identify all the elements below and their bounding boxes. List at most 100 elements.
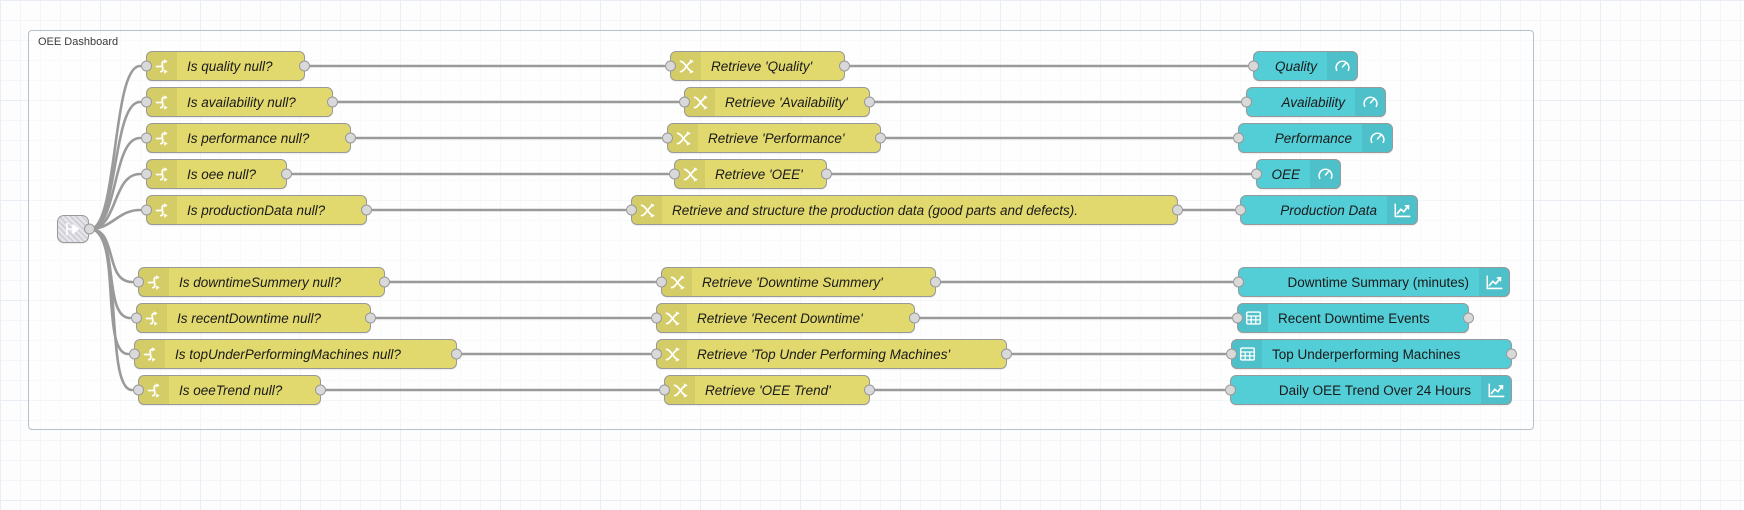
output-port[interactable] bbox=[361, 204, 372, 216]
gauge-icon bbox=[1310, 160, 1340, 188]
dashboard-node-oee[interactable]: OEE bbox=[1251, 159, 1341, 189]
output-port[interactable] bbox=[379, 276, 390, 288]
output-port[interactable] bbox=[1463, 312, 1474, 324]
dashboard-node-availability[interactable]: Availability bbox=[1241, 87, 1386, 117]
node-label: Retrieve 'Top Under Performing Machines' bbox=[697, 346, 951, 362]
input-port[interactable] bbox=[133, 276, 144, 288]
input-port[interactable] bbox=[141, 60, 152, 72]
output-port[interactable] bbox=[1506, 348, 1517, 360]
input-port[interactable] bbox=[1225, 384, 1236, 396]
output-port[interactable] bbox=[1001, 348, 1012, 360]
node-label: Is topUnderPerformingMachines null? bbox=[175, 346, 401, 362]
output-port[interactable] bbox=[345, 132, 356, 144]
input-port[interactable] bbox=[141, 132, 152, 144]
output-port[interactable] bbox=[909, 312, 920, 324]
input-port[interactable] bbox=[131, 312, 142, 324]
change-node-recent-downtime[interactable]: Retrieve 'Recent Downtime' bbox=[651, 303, 920, 333]
output-port[interactable] bbox=[281, 168, 292, 180]
switch-node-oee-trend[interactable]: Is oeeTrend null? bbox=[133, 375, 326, 405]
change-node-top-underperforming-machines[interactable]: Retrieve 'Top Under Performing Machines' bbox=[651, 339, 1012, 369]
output-port[interactable] bbox=[365, 312, 376, 324]
input-port[interactable] bbox=[1248, 60, 1259, 72]
gauge-icon bbox=[1327, 52, 1357, 80]
input-port[interactable] bbox=[665, 60, 676, 72]
dashboard-node-downtime-summary[interactable]: Downtime Summary (minutes) bbox=[1233, 267, 1510, 297]
table-icon bbox=[1238, 304, 1268, 332]
input-port[interactable] bbox=[1233, 132, 1244, 144]
switch-node-production-data[interactable]: Is productionData null? bbox=[141, 195, 372, 225]
node-label: Performance bbox=[1274, 130, 1352, 146]
input-port[interactable] bbox=[133, 384, 144, 396]
change-node-downtime-summery[interactable]: Retrieve 'Downtime Summery' bbox=[656, 267, 941, 297]
change-node-quality[interactable]: Retrieve 'Quality' bbox=[665, 51, 850, 81]
input-port[interactable] bbox=[1226, 348, 1237, 360]
dashboard-node-daily-oee-trend[interactable]: Daily OEE Trend Over 24 Hours bbox=[1225, 375, 1512, 405]
switch-node-quality[interactable]: Is quality null? bbox=[141, 51, 310, 81]
change-icon bbox=[657, 340, 687, 368]
node-label: Retrieve 'OEE Trend' bbox=[705, 382, 831, 398]
gauge-icon bbox=[1362, 124, 1392, 152]
output-port[interactable] bbox=[315, 384, 326, 396]
output-port[interactable] bbox=[327, 96, 338, 108]
node-label: Production Data bbox=[1280, 202, 1377, 218]
change-icon bbox=[657, 304, 687, 332]
output-port[interactable] bbox=[299, 60, 310, 72]
dashboard-node-recent-downtime-events[interactable]: Recent Downtime Events bbox=[1232, 303, 1474, 333]
node-label: Is recentDowntime null? bbox=[177, 310, 322, 326]
input-port[interactable] bbox=[1251, 168, 1262, 180]
input-port[interactable] bbox=[659, 384, 670, 396]
switch-node-performance[interactable]: Is performance null? bbox=[141, 123, 356, 153]
output-port[interactable] bbox=[1172, 204, 1183, 216]
link-in-output-port[interactable] bbox=[84, 223, 95, 235]
output-port[interactable] bbox=[839, 60, 850, 72]
dashboard-node-performance[interactable]: Performance bbox=[1233, 123, 1393, 153]
output-port[interactable] bbox=[875, 132, 886, 144]
input-port[interactable] bbox=[141, 96, 152, 108]
node-label: Retrieve 'Quality' bbox=[711, 58, 813, 74]
switch-icon bbox=[137, 304, 167, 332]
switch-icon bbox=[139, 268, 169, 296]
change-node-availability[interactable]: Retrieve 'Availability' bbox=[679, 87, 875, 117]
change-icon bbox=[668, 124, 698, 152]
input-port[interactable] bbox=[141, 204, 152, 216]
node-label: OEE bbox=[1271, 166, 1300, 182]
switch-icon bbox=[147, 160, 177, 188]
switch-node-recent-downtime[interactable]: Is recentDowntime null? bbox=[131, 303, 376, 333]
switch-icon bbox=[135, 340, 165, 368]
input-port[interactable] bbox=[129, 348, 140, 360]
input-port[interactable] bbox=[1233, 276, 1244, 288]
change-node-production-data[interactable]: Retrieve and structure the production da… bbox=[626, 195, 1183, 225]
node-label: Retrieve 'OEE' bbox=[715, 166, 803, 182]
output-port[interactable] bbox=[451, 348, 462, 360]
input-port[interactable] bbox=[656, 276, 667, 288]
switch-node-availability[interactable]: Is availability null? bbox=[141, 87, 338, 117]
change-node-performance[interactable]: Retrieve 'Performance' bbox=[662, 123, 886, 153]
output-port[interactable] bbox=[864, 96, 875, 108]
link-in-icon bbox=[65, 222, 81, 236]
node-label: Downtime Summary (minutes) bbox=[1287, 274, 1469, 290]
input-port[interactable] bbox=[626, 204, 637, 216]
input-port[interactable] bbox=[1235, 204, 1246, 216]
input-port[interactable] bbox=[679, 96, 690, 108]
output-port[interactable] bbox=[930, 276, 941, 288]
input-port[interactable] bbox=[1232, 312, 1243, 324]
output-port[interactable] bbox=[821, 168, 832, 180]
dashboard-node-production-data[interactable]: Production Data bbox=[1235, 195, 1418, 225]
dashboard-node-quality[interactable]: Quality bbox=[1248, 51, 1358, 81]
input-port[interactable] bbox=[669, 168, 680, 180]
input-port[interactable] bbox=[651, 348, 662, 360]
input-port[interactable] bbox=[662, 132, 673, 144]
input-port[interactable] bbox=[1241, 96, 1252, 108]
input-port[interactable] bbox=[651, 312, 662, 324]
dashboard-node-top-underperforming-machines[interactable]: Top Underperforming Machines bbox=[1226, 339, 1517, 369]
input-port[interactable] bbox=[141, 168, 152, 180]
switch-node-downtime-summery[interactable]: Is downtimeSummery null? bbox=[133, 267, 390, 297]
change-node-oee-trend[interactable]: Retrieve 'OEE Trend' bbox=[659, 375, 875, 405]
change-node-oee[interactable]: Retrieve 'OEE' bbox=[669, 159, 832, 189]
switch-node-top-underperforming-machines[interactable]: Is topUnderPerformingMachines null? bbox=[129, 339, 462, 369]
switch-node-oee[interactable]: Is oee null? bbox=[141, 159, 292, 189]
output-port[interactable] bbox=[864, 384, 875, 396]
node-label: Retrieve 'Availability' bbox=[725, 94, 848, 110]
link-in-node[interactable] bbox=[57, 215, 95, 243]
